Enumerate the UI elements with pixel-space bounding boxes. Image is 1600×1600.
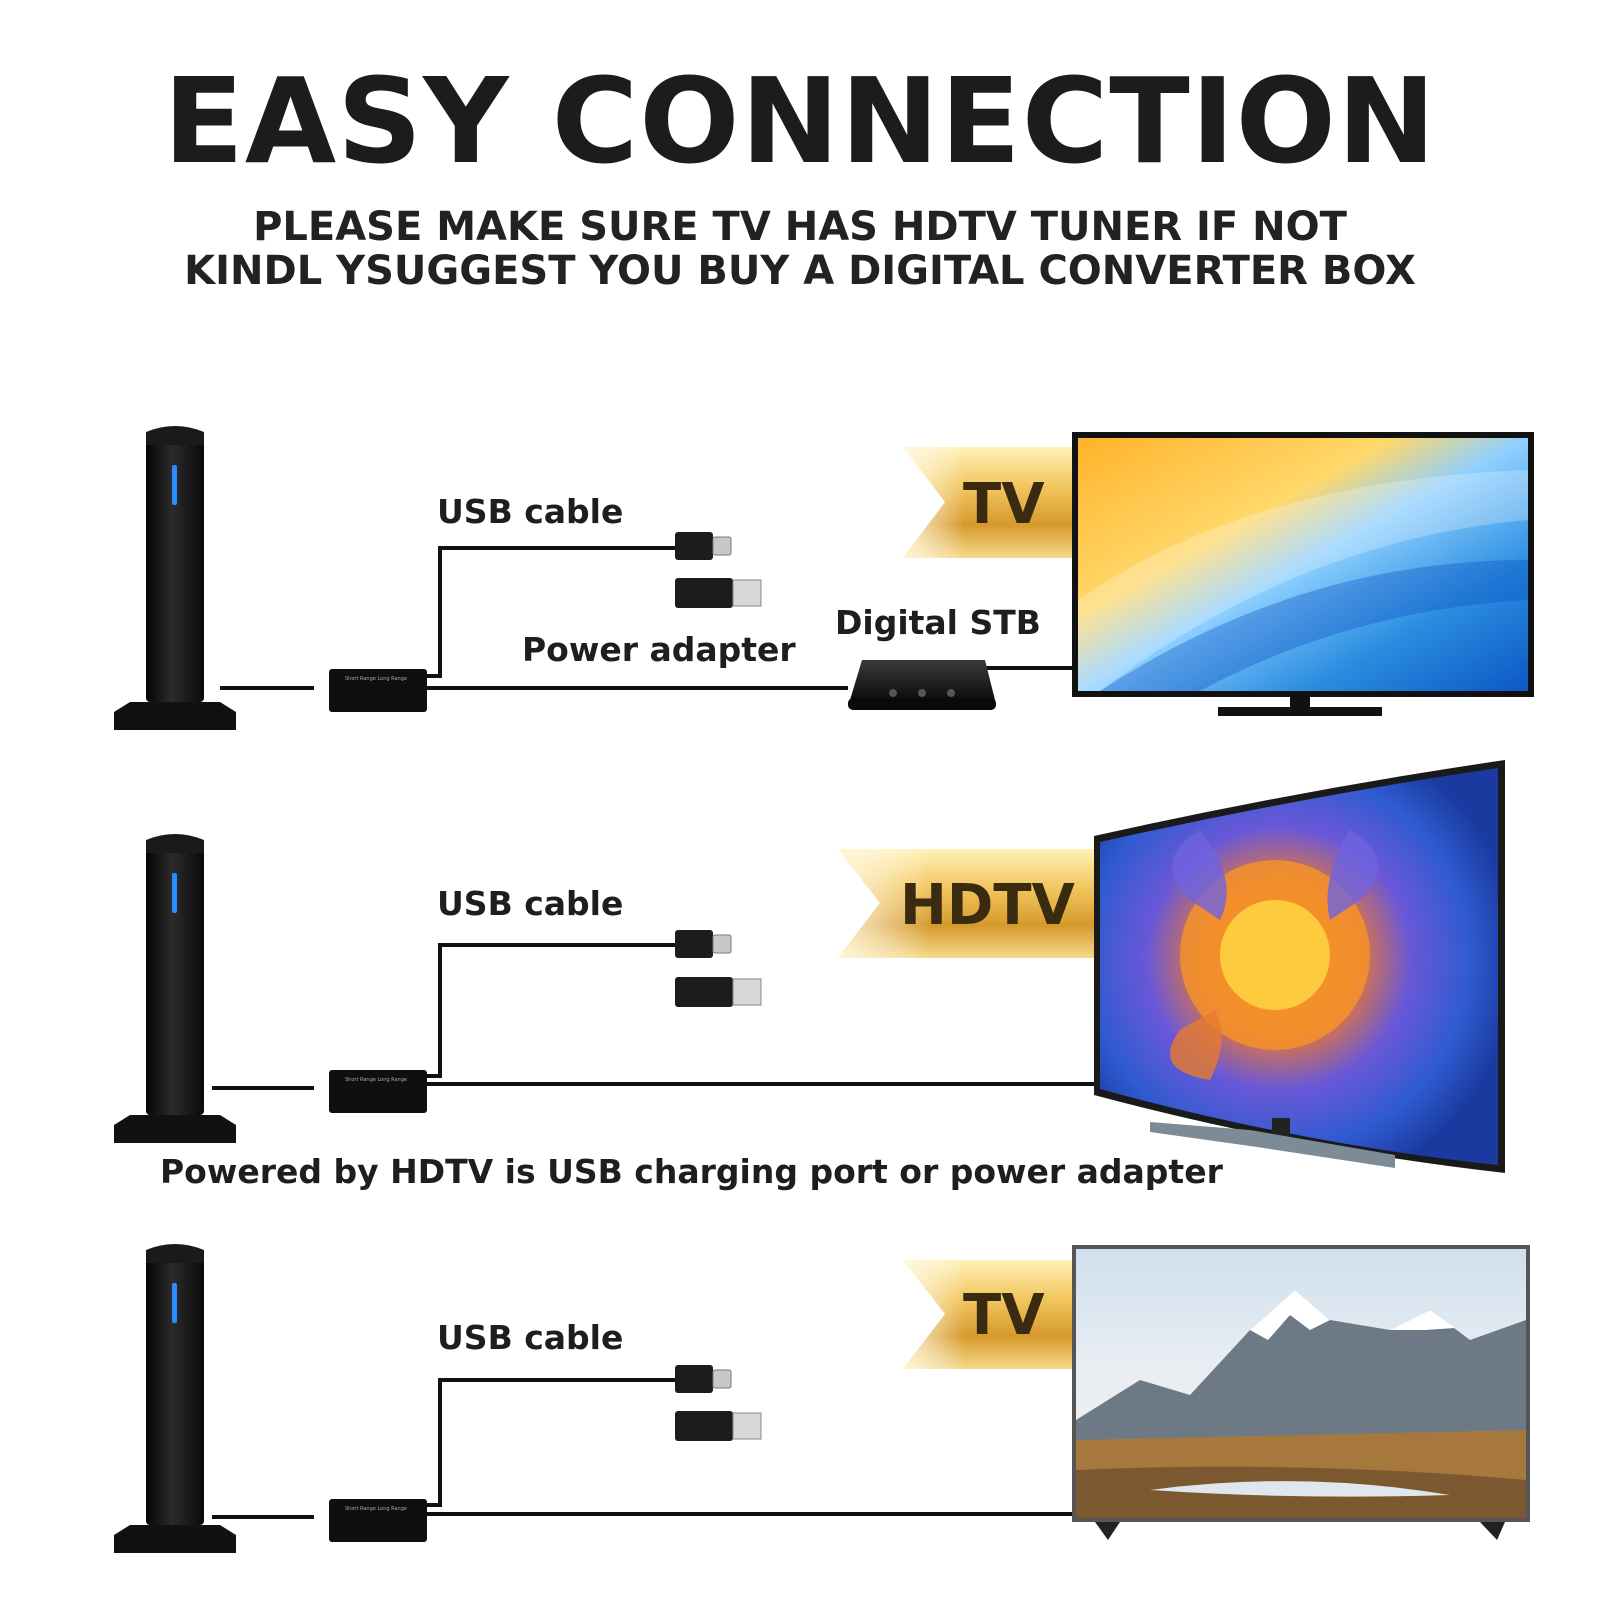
row3-usb-plug-icon — [675, 1411, 762, 1441]
row1-usb-cable-label: USB cable — [437, 492, 624, 531]
row3-ribbon-label: TV — [963, 1283, 1045, 1348]
row1-antenna-icon — [114, 426, 236, 730]
row3-tv-icon — [1072, 1245, 1530, 1540]
row2-ribbon — [838, 849, 1102, 958]
row3-coax-plug-icon — [675, 1365, 732, 1393]
row1-usb-plug-icon — [675, 578, 762, 608]
subtitle-line-2: KINDL YSUGGEST YOU BUY A DIGITAL CONVERT… — [184, 248, 1416, 294]
row2-coax-plug-icon — [675, 930, 732, 958]
page-subtitle: PLEASE MAKE SURE TV HAS HDTV TUNER IF NO… — [0, 205, 1600, 293]
row2-usb-plug-icon — [675, 977, 762, 1007]
row2-antenna-icon — [114, 834, 236, 1143]
row1-usb-cable-line — [427, 546, 675, 678]
svg-text:Short Range Long Range: Short Range Long Range — [345, 1077, 407, 1083]
row1-ribbon — [903, 447, 1080, 558]
page-title: EASY CONNECTION — [163, 52, 1437, 190]
row1-power-adapter-label: Power adapter — [522, 630, 796, 669]
row3-ribbon — [903, 1260, 1080, 1369]
row1-digital-stb-label: Digital STB — [835, 603, 1041, 642]
row3-usb-cable-label: USB cable — [437, 1318, 624, 1357]
row3-amplifier-box-icon: Short Range Long Range — [329, 1499, 427, 1542]
row2-power-note: Powered by HDTV is USB charging port or … — [160, 1152, 1223, 1191]
row1-amplifier-box-icon: Short Range Long Range — [329, 669, 427, 712]
row2-usb-cable-label: USB cable — [437, 884, 624, 923]
row1-ribbon-label: TV — [963, 472, 1045, 537]
row2-amplifier-box-icon: Short Range Long Range — [329, 1070, 427, 1113]
row3-antenna-icon — [114, 1244, 236, 1553]
row1-tv-icon — [1072, 432, 1534, 716]
curved-tv-icon — [1094, 760, 1505, 1173]
svg-text:Short Range Long Range: Short Range Long Range — [345, 1506, 407, 1512]
row2-usb-cable-line — [427, 943, 675, 1078]
subtitle-line-1: PLEASE MAKE SURE TV HAS HDTV TUNER IF NO… — [253, 204, 1347, 250]
svg-text:Short Range Long Range: Short Range Long Range — [345, 676, 407, 682]
row1-coax-plug-icon — [675, 532, 732, 560]
row2-ribbon-label: HDTV — [900, 873, 1075, 938]
row3-usb-cable-line — [427, 1378, 675, 1507]
set-top-box-icon — [848, 660, 996, 710]
